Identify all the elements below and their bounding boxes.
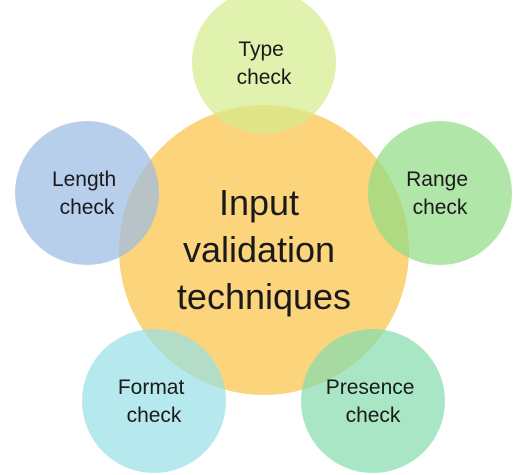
node-circle-length	[15, 121, 159, 265]
node-label-presence-line-1: Presence	[326, 376, 415, 399]
node-label-length-line-2: check	[60, 196, 115, 219]
node-label-length-line-1: Length	[52, 168, 116, 191]
center-label: Input validation techniques	[177, 182, 351, 317]
node-label-type-line-2: check	[237, 66, 292, 89]
node-circle-presence	[301, 329, 445, 473]
node-label-presence-line-2: check	[346, 404, 401, 427]
node-circle-format	[82, 329, 226, 473]
node-label-length: Length check	[52, 168, 122, 219]
center-label-line-1: Input	[219, 182, 299, 223]
center-circle	[119, 105, 409, 395]
node-label-range-line-2: check	[413, 196, 468, 219]
node-label-format: Format check	[118, 376, 190, 427]
node-label-type: Type check	[237, 38, 292, 89]
node-label-range: Range check	[406, 168, 474, 219]
center-label-line-2: validation	[183, 229, 335, 270]
center-label-line-3: techniques	[177, 276, 351, 317]
node-label-range-line-1: Range	[406, 168, 468, 191]
node-label-presence: Presence check	[326, 376, 421, 427]
node-circle-range	[368, 121, 512, 265]
node-label-format-line-2: check	[127, 404, 182, 427]
node-label-format-line-1: Format	[118, 376, 185, 399]
node-circle-type	[192, 0, 336, 134]
node-label-type-line-1: Type	[238, 38, 284, 61]
